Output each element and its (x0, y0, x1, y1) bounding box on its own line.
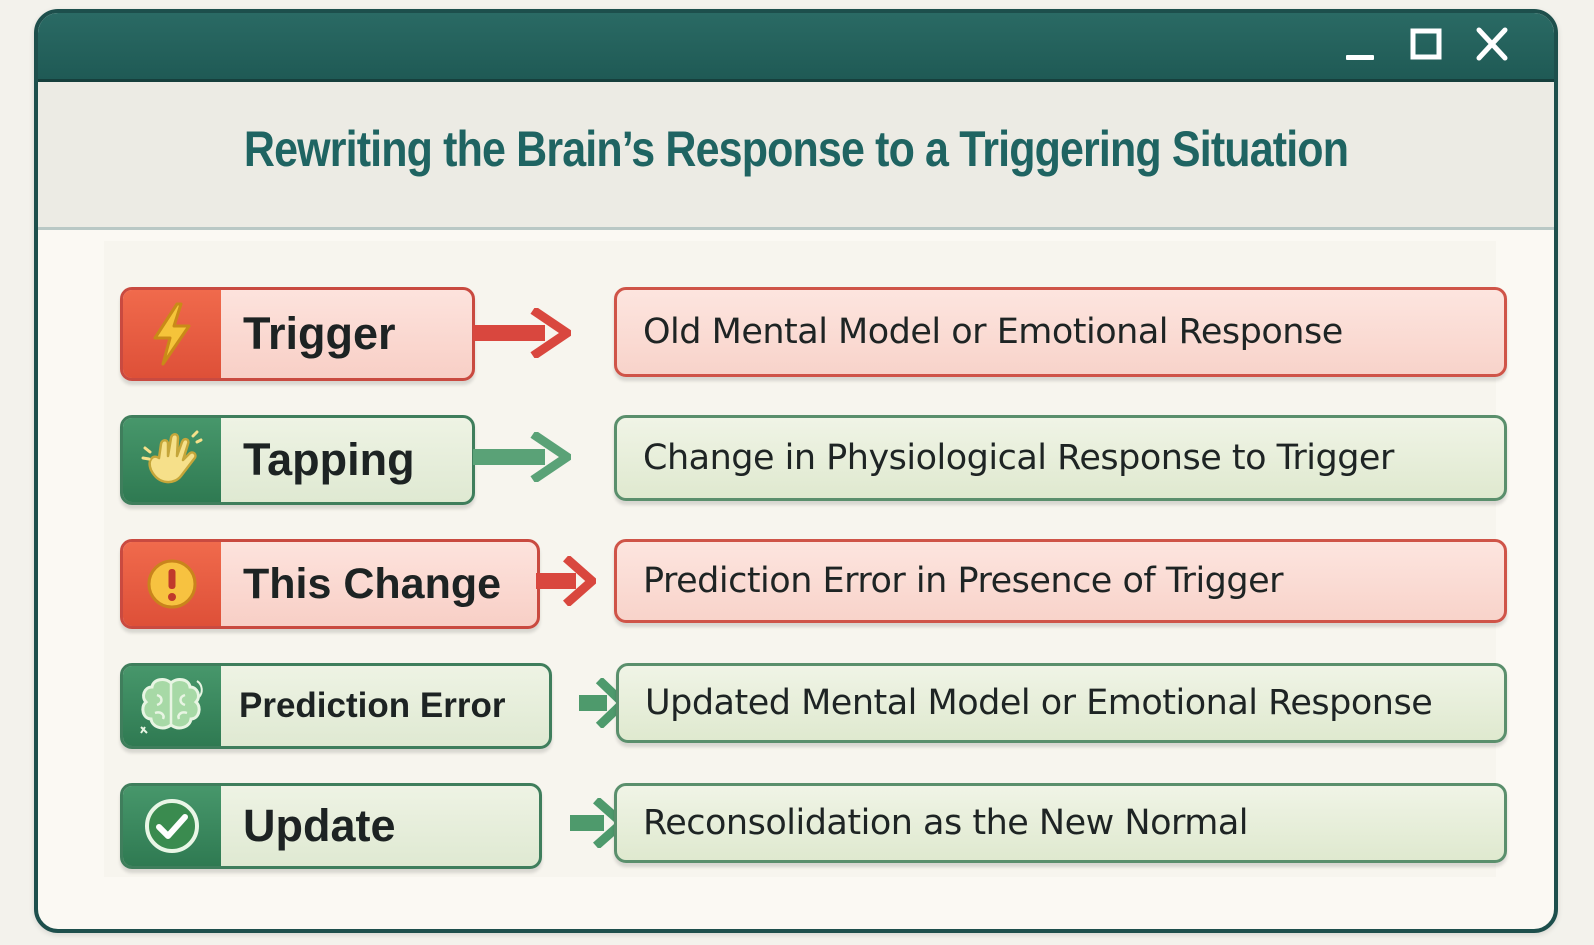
step-description: Updated Mental Model or Emotional Respon… (616, 663, 1507, 743)
step-icon-cell (123, 786, 221, 866)
minimize-button[interactable] (1338, 25, 1382, 65)
tapping-hand-icon (141, 430, 203, 484)
arrow-right (473, 308, 571, 358)
arrow-right-icon (473, 308, 571, 358)
header: Rewriting the Brain’s Response to a Trig… (38, 82, 1554, 230)
arrow-right-icon (536, 556, 596, 606)
step-description: Change in Physiological Response to Trig… (614, 415, 1507, 501)
maximize-button[interactable] (1404, 25, 1448, 65)
close-button[interactable] (1470, 25, 1514, 65)
lightning-icon (153, 302, 191, 366)
step-description: Prediction Error in Presence of Trigger (614, 539, 1507, 623)
checkmark-icon (145, 799, 199, 853)
step-label-box: Trigger (120, 287, 475, 381)
steps-panel: Trigger Old Mental Model or Emotional Re… (104, 241, 1507, 877)
alert-icon (147, 559, 197, 609)
title-bar (38, 13, 1554, 82)
step-label: Prediction Error (239, 686, 506, 725)
step-label-box: Tapping (120, 415, 475, 505)
arrow-right (473, 432, 571, 482)
step-label: Update (243, 800, 396, 851)
arrow-right (536, 556, 596, 606)
step-icon-cell (123, 290, 221, 378)
step-label: Tapping (243, 434, 415, 485)
maximize-icon (1410, 28, 1442, 60)
step-label-box: This Change (120, 539, 540, 629)
step-description: Reconsolidation as the New Normal (614, 783, 1507, 863)
step-label-box: Prediction Error (120, 663, 552, 749)
step-icon-cell (123, 666, 221, 746)
step-icon-cell (123, 418, 221, 502)
step-label: Trigger (243, 308, 396, 359)
step-label: This Change (243, 559, 502, 608)
arrow-right-icon (473, 432, 571, 482)
minimize-icon (1346, 55, 1374, 60)
page-title: Rewriting the Brain’s Response to a Trig… (243, 121, 1349, 177)
app-window: Rewriting the Brain’s Response to a Trig… (34, 9, 1558, 933)
close-icon (1476, 27, 1508, 61)
step-icon-cell (123, 542, 221, 626)
step-description: Old Mental Model or Emotional Response (614, 287, 1507, 377)
step-label-box: Update (120, 783, 542, 869)
brain-icon (140, 678, 203, 734)
